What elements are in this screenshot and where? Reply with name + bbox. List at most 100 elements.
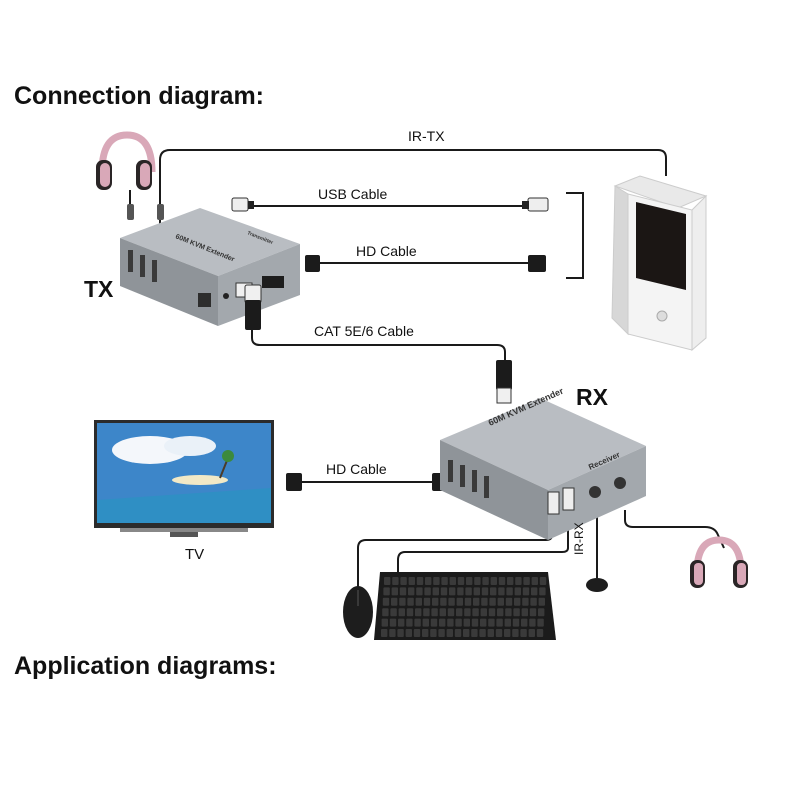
mouse-icon: [343, 586, 373, 638]
keyboard-key: [523, 577, 530, 585]
keyboard-key: [413, 629, 421, 637]
keyboard-key: [473, 587, 480, 596]
keyboard-key: [440, 597, 447, 606]
keyboard-key: [408, 587, 415, 596]
keyboard-key: [472, 608, 479, 617]
keyboard-key: [490, 587, 497, 596]
keyboard-key: [538, 608, 545, 617]
keyboard-key: [398, 618, 405, 627]
keyboard-key: [432, 597, 439, 606]
keyboard-key: [399, 597, 406, 606]
keyboard-key: [488, 618, 495, 627]
tx-device: 60M KVM Extender Transmitter: [120, 208, 300, 326]
connection-diagram-heading: Connection diagram:: [14, 82, 265, 110]
keyboard-key: [464, 597, 472, 606]
keyboard-key: [383, 587, 390, 596]
keyboard-key: [529, 608, 537, 617]
rx-headphones-icon: [690, 536, 748, 588]
ir-rx-label: IR-RX: [572, 522, 586, 555]
keyboard-key: [441, 577, 448, 585]
keyboard-key: [514, 597, 521, 606]
keyboard-key: [392, 577, 399, 585]
keyboard-key: [449, 587, 456, 596]
keyboard-key: [463, 618, 470, 627]
keyboard-key: [423, 608, 430, 617]
keyboard-key: [531, 587, 538, 596]
keyboard-key: [415, 597, 422, 606]
keyboard-key: [456, 608, 463, 617]
keyboard-key: [505, 608, 512, 617]
rj45-plug-icon: [245, 300, 512, 404]
keyboard-key: [431, 608, 438, 617]
keyboard-key: [430, 629, 437, 637]
keyboard-key: [448, 597, 455, 606]
usb-cable-label: USB Cable: [318, 186, 388, 202]
keyboard-key: [433, 577, 440, 585]
keyboard-key: [390, 608, 397, 617]
keyboard-key: [506, 587, 513, 596]
keyboard-key: [406, 608, 414, 617]
hd-top-cable-label: HD Cable: [356, 243, 417, 259]
hd-bottom-cable-label: HD Cable: [326, 461, 387, 477]
ir-sensor-icon: [586, 578, 608, 592]
keyboard-key: [408, 577, 415, 585]
tv-icon: [94, 420, 274, 537]
keyboard-key: [521, 618, 528, 627]
keyboard-key: [456, 597, 463, 606]
keyboard-key: [515, 577, 522, 585]
keyboard-key: [537, 618, 544, 627]
keyboard-key: [497, 597, 504, 606]
ir-tx-cable: [159, 149, 667, 226]
keyboard-key: [382, 597, 390, 606]
keyboard-key: [504, 618, 511, 627]
keyboard-key: [514, 587, 521, 596]
keyboard-key: [457, 587, 464, 596]
keyboard-key: [490, 577, 497, 585]
keyboard-key: [496, 618, 503, 627]
keyboard-key: [440, 587, 448, 596]
keyboard-key: [471, 629, 478, 637]
cat-cable: [251, 330, 506, 362]
keyboard-key: [400, 577, 407, 585]
keyboard-key: [480, 618, 487, 627]
keyboard-key: [512, 629, 519, 637]
keyboard-key: [454, 629, 462, 637]
keyboard-key: [399, 587, 407, 596]
cat-cable-label: CAT 5E/6 Cable: [314, 323, 414, 339]
keyboard-key: [536, 629, 544, 637]
keyboard-key: [512, 618, 520, 627]
keyboard-key: [381, 618, 388, 627]
keyboard-key: [391, 597, 398, 606]
keyboard-key: [446, 629, 453, 637]
keyboard-key: [414, 618, 421, 627]
keyboard-key: [497, 608, 504, 617]
keyboard-key: [521, 608, 528, 617]
keyboard-key: [504, 629, 511, 637]
keyboard-key: [457, 577, 465, 585]
keyboard-key: [522, 587, 530, 596]
keyboard-key: [529, 618, 536, 627]
keyboard-key: [381, 629, 388, 637]
keyboard-key: [473, 597, 480, 606]
keyboard-key: [530, 597, 537, 606]
keyboard-key: [522, 597, 529, 606]
keyboard-key: [398, 608, 405, 617]
keyboard-key: [528, 629, 535, 637]
keyboard-key: [422, 629, 429, 637]
keyboard-key: [495, 629, 503, 637]
keyboard-key: [416, 577, 424, 585]
keyboard-key: [432, 587, 439, 596]
keyboard-key: [480, 608, 487, 617]
keyboard-key: [498, 577, 506, 585]
keyboard-key: [455, 618, 462, 627]
keyboard-key: [538, 597, 545, 606]
keyboard-key: [447, 618, 454, 627]
pc-tower-icon: [611, 175, 708, 352]
rx-headphone-cable: [624, 510, 725, 549]
keyboard-key: [482, 577, 489, 585]
keyboard-key: [520, 629, 527, 637]
keyboard-key: [391, 587, 398, 596]
keyboard-key: [424, 587, 431, 596]
keyboard-key: [474, 577, 481, 585]
keyboard-key: [415, 608, 422, 617]
